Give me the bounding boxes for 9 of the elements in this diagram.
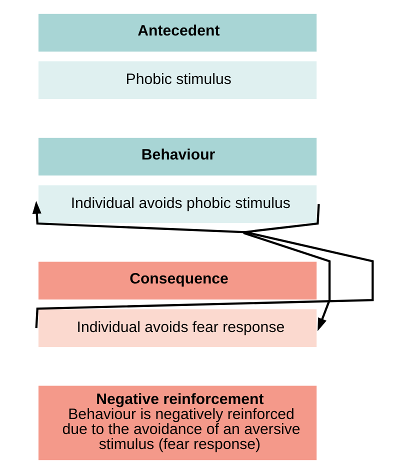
node-box: Antecedent: [37, 12, 318, 52]
node-box: Phobic stimulus: [37, 60, 318, 100]
arrow: [243, 204, 331, 331]
node-box: Consequence: [37, 260, 318, 300]
node-box: Individual avoids phobic stimulus: [37, 184, 318, 224]
node-box: Negative reinforcement Behaviour is negatively reinforced due to the avoidance of an aversive stimulus (fear response): [37, 384, 318, 461]
node-box: Individual avoids fear response: [37, 308, 318, 348]
node-box: Behaviour: [37, 136, 318, 176]
arrow: [32, 200, 374, 328]
